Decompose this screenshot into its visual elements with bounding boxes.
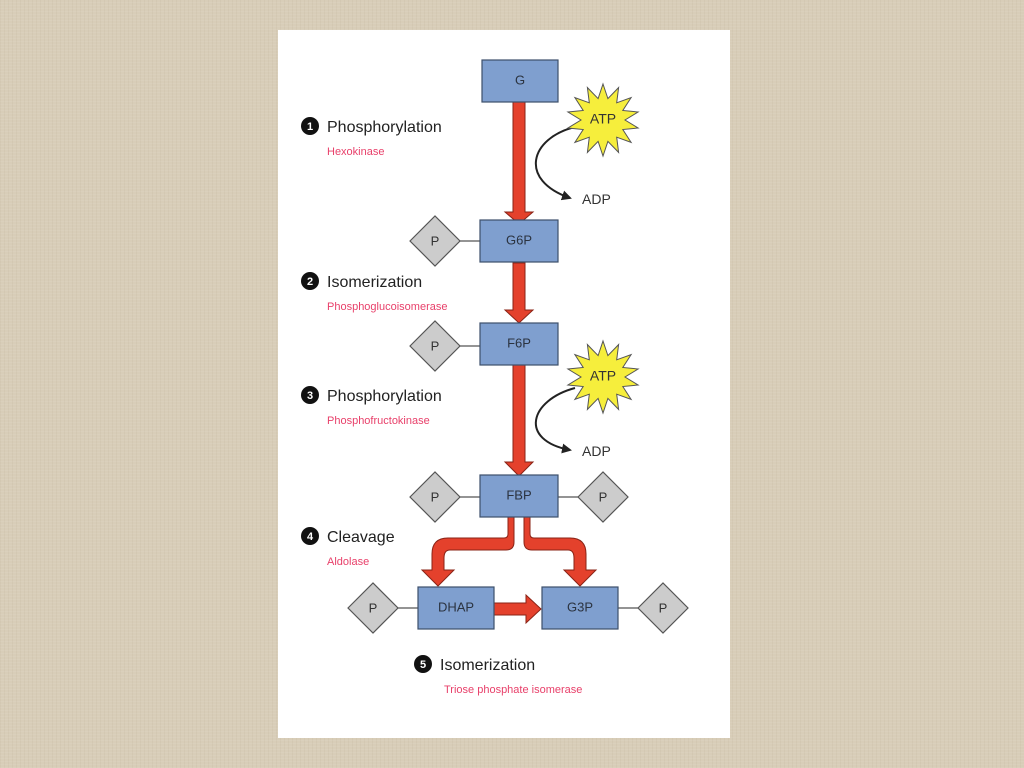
node-g3p-label: G3P (567, 599, 593, 614)
step-5: 5 Isomerization Triose phosphate isomera… (414, 655, 582, 696)
step-1-enzyme: Hexokinase (327, 146, 384, 158)
step-5-title: Isomerization (440, 657, 535, 674)
step-3-title: Phosphorylation (327, 388, 442, 405)
phosphate-f6p-label: P (431, 338, 440, 353)
node-dhap-label: DHAP (438, 599, 474, 614)
atp-adp-curve-1 (534, 126, 576, 201)
phosphate-g3p: P (637, 582, 689, 634)
diagram-panel: ATP ATP ADP ADP G G6P (278, 30, 730, 738)
step-4-number-badge (301, 527, 319, 545)
node-g6p: G6P (479, 219, 559, 263)
phosphate-g3p-label: P (659, 600, 668, 615)
phosphate-dhap: P (347, 582, 399, 634)
step-4-title: Cleavage (327, 529, 395, 546)
step-4-enzyme: Aldolase (327, 556, 369, 568)
node-g-label: G (515, 72, 525, 87)
node-g: G (481, 59, 559, 103)
step-5-number-badge (414, 655, 432, 673)
step-1-number: 1 (307, 121, 313, 133)
node-g3p: G3P (541, 586, 619, 630)
arrow-g-to-g6p (503, 101, 535, 225)
step-1-title: Phosphorylation (327, 119, 442, 136)
arrow-f6p-to-fbp (503, 364, 535, 477)
step-4-number: 4 (307, 531, 314, 543)
node-fbp: FBP (479, 474, 559, 518)
phosphate-g6p-label: P (431, 233, 440, 248)
node-f6p-label: F6P (507, 335, 531, 350)
step-2-number-badge (301, 272, 319, 290)
phosphate-fbp-left: P (409, 471, 461, 523)
arrow-g6p-to-f6p (503, 262, 535, 324)
atp-burst-2: ATP (566, 339, 640, 415)
step-2-number: 2 (307, 276, 313, 288)
atp-adp-curve-2 (535, 387, 576, 454)
step-5-number: 5 (420, 659, 426, 671)
phosphate-dhap-label: P (369, 600, 378, 615)
step-5-enzyme: Triose phosphate isomerase (444, 684, 582, 696)
step-3: 3 Phosphorylation Phosphofructokinase (301, 386, 442, 427)
step-3-number-badge (301, 386, 319, 404)
adp-label-2: ADP (582, 443, 611, 459)
phosphate-fbp-left-label: P (431, 489, 440, 504)
glycolysis-diagram: ATP ATP ADP ADP G G6P (301, 59, 689, 696)
step-3-number: 3 (307, 390, 313, 402)
atp-label-1: ATP (590, 111, 616, 127)
arrow-fbp-to-dhap (420, 515, 515, 587)
arrow-fbp-to-g3p (523, 515, 598, 587)
node-fbp-label: FBP (506, 487, 531, 502)
step-2-title: Isomerization (327, 274, 422, 291)
phosphate-g6p: P (409, 215, 461, 267)
node-f6p: F6P (479, 322, 559, 366)
node-g6p-label: G6P (506, 232, 532, 247)
adp-label-1: ADP (582, 191, 611, 207)
node-dhap: DHAP (417, 586, 495, 630)
phosphate-fbp-right-label: P (599, 489, 608, 504)
arrow-dhap-to-g3p (493, 593, 542, 625)
phosphate-fbp-right: P (577, 471, 629, 523)
atp-label-2: ATP (590, 368, 616, 384)
step-1-number-badge (301, 117, 319, 135)
phosphate-f6p: P (409, 320, 461, 372)
step-4: 4 Cleavage Aldolase (301, 527, 395, 568)
atp-burst-1: ATP (566, 82, 640, 158)
step-3-enzyme: Phosphofructokinase (327, 415, 430, 427)
step-2-enzyme: Phosphoglucoisomerase (327, 301, 447, 313)
step-2: 2 Isomerization Phosphoglucoisomerase (301, 272, 447, 313)
step-1: 1 Phosphorylation Hexokinase (301, 117, 442, 158)
